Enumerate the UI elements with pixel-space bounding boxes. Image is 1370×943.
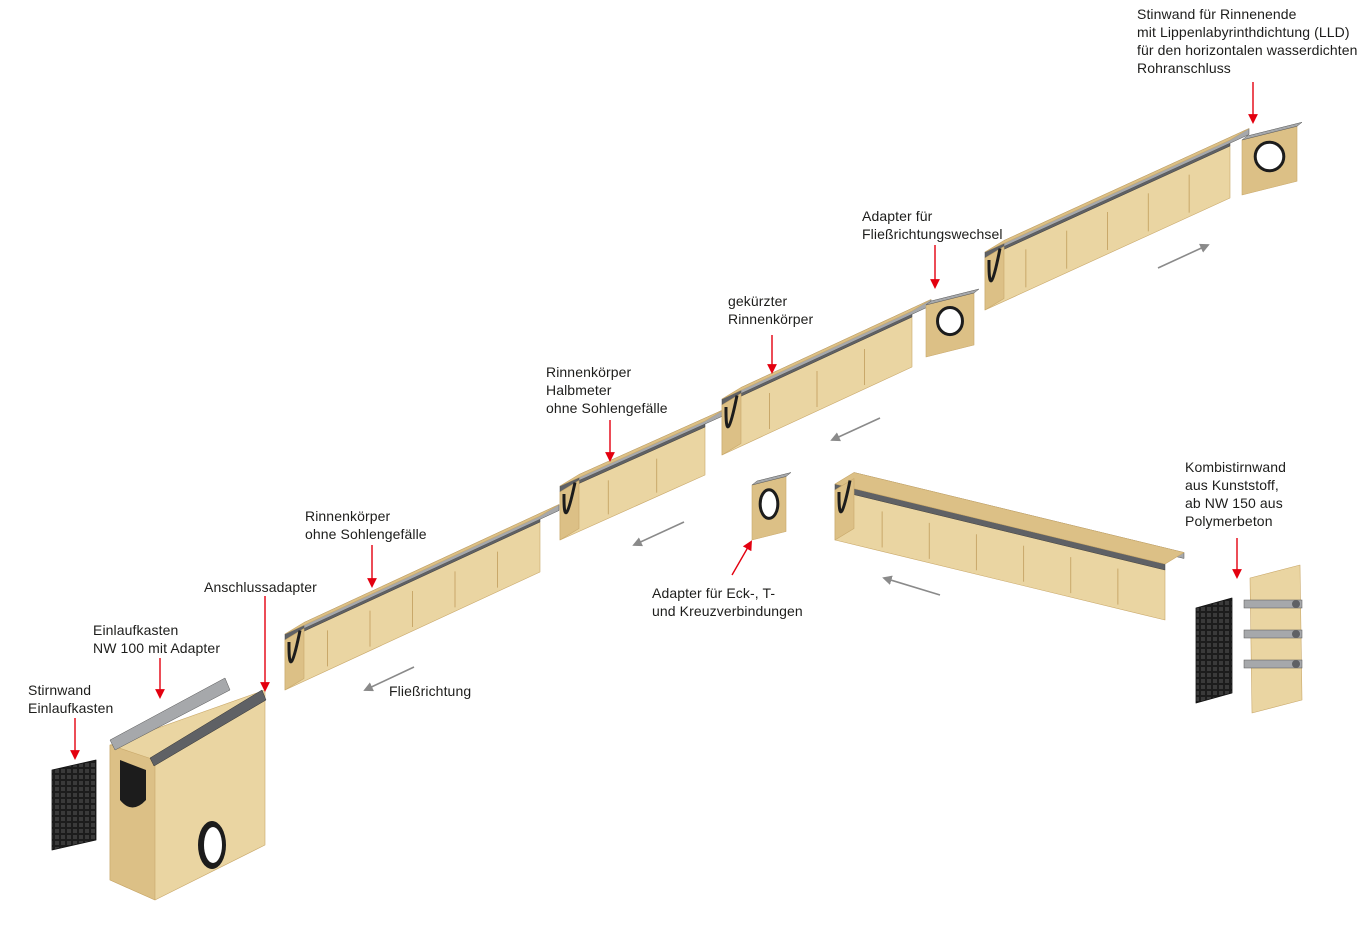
- label-fliessrichtung: Fließrichtung: [389, 682, 471, 700]
- rinnenkoerper-rechts-part: [984, 128, 1250, 311]
- flow-arrow-1: [363, 666, 415, 692]
- label-stirnwand-einlaufkasten: Stirnwand Einlaufkasten: [28, 681, 113, 717]
- label-rinnenkoerper-ohne-gefaelle: Rinnenkörper ohne Sohlengefälle: [305, 507, 427, 543]
- label-line: Einlaufkasten: [93, 622, 179, 638]
- label-line: für den horizontalen wasserdichten: [1137, 42, 1358, 58]
- adapter-fliessrichtungswechsel-part: [925, 288, 980, 358]
- label-line: gekürzter: [728, 293, 788, 309]
- label-stinwand-rinnenende: Stinwand für Rinnenende mit Lippenlabyri…: [1137, 5, 1358, 77]
- stinwand-rinnenende-part: [1241, 122, 1303, 196]
- label-line: Stinwand für Rinnenende: [1137, 6, 1297, 22]
- flow-arrow-2: [632, 521, 685, 547]
- label-line: Rinnenkörper: [728, 311, 814, 327]
- label-line: Rinnenkörper: [305, 508, 391, 524]
- label-anschlussadapter: Anschlussadapter: [204, 578, 317, 596]
- label-line: ohne Sohlengefälle: [546, 400, 668, 416]
- label-line: Polymerbeton: [1185, 513, 1273, 529]
- label-line: Anschlussadapter: [204, 579, 317, 595]
- label-line: ab NW 150 aus: [1185, 495, 1283, 511]
- flow-arrow-4: [1157, 243, 1210, 269]
- label-line: Kombistirnwand: [1185, 459, 1286, 475]
- label-line: und Kreuzverbindungen: [652, 603, 803, 619]
- einlaufkasten-part: [109, 677, 267, 901]
- kombistirnwand-polymerbeton-part: [1243, 564, 1303, 714]
- rinnenkoerper-halbmeter-part: [559, 409, 725, 541]
- label-gekuerzter-rinnenkoerper: gekürzter Rinnenkörper: [728, 292, 813, 328]
- label-line: Adapter für: [862, 208, 933, 224]
- label-line: mit Lippenlabyrinthdichtung (LLD): [1137, 24, 1350, 40]
- label-line: Adapter für Eck-, T-: [652, 585, 776, 601]
- label-adapter-fliessrichtungswechsel: Adapter für Fließrichtungswechsel: [862, 207, 1003, 243]
- flow-arrow-5: [882, 575, 941, 596]
- label-line: Einlaufkasten: [28, 700, 114, 716]
- label-line: Fließrichtung: [389, 683, 472, 699]
- kombistirnwand-kunststoff-part: [1195, 597, 1233, 704]
- label-line: Rinnenkörper: [546, 364, 632, 380]
- label-adapter-eck: Adapter für Eck-, T- und Kreuzverbindung…: [652, 584, 803, 620]
- label-line: Fließrichtungswechsel: [862, 226, 1003, 242]
- label-line: aus Kunststoff,: [1185, 477, 1279, 493]
- label-line: Halbmeter: [546, 382, 612, 398]
- pointer-adapter-eck: [731, 540, 752, 576]
- label-line: Stirnwand: [28, 682, 92, 698]
- stirnwand-einlaufkasten-part: [51, 759, 97, 851]
- label-kombistirnwand: Kombistirnwand aus Kunststoff, ab NW 150…: [1185, 458, 1286, 530]
- label-line: ohne Sohlengefälle: [305, 526, 427, 542]
- label-line: NW 100 mit Adapter: [93, 640, 221, 656]
- rinnenkoerper-unten-part: [834, 472, 1185, 621]
- gekuerzter-rinnenkoerper-part: [721, 299, 932, 456]
- adapter-eck-part: [751, 472, 792, 541]
- label-einlaufkasten: Einlaufkasten NW 100 mit Adapter: [93, 621, 220, 657]
- label-line: Rohranschluss: [1137, 60, 1231, 76]
- rinnenkoerper-ohne-gefaelle-part: [284, 504, 560, 691]
- flow-arrow-3: [830, 417, 881, 442]
- label-halbmeter: Rinnenkörper Halbmeter ohne Sohlengefäll…: [546, 363, 668, 417]
